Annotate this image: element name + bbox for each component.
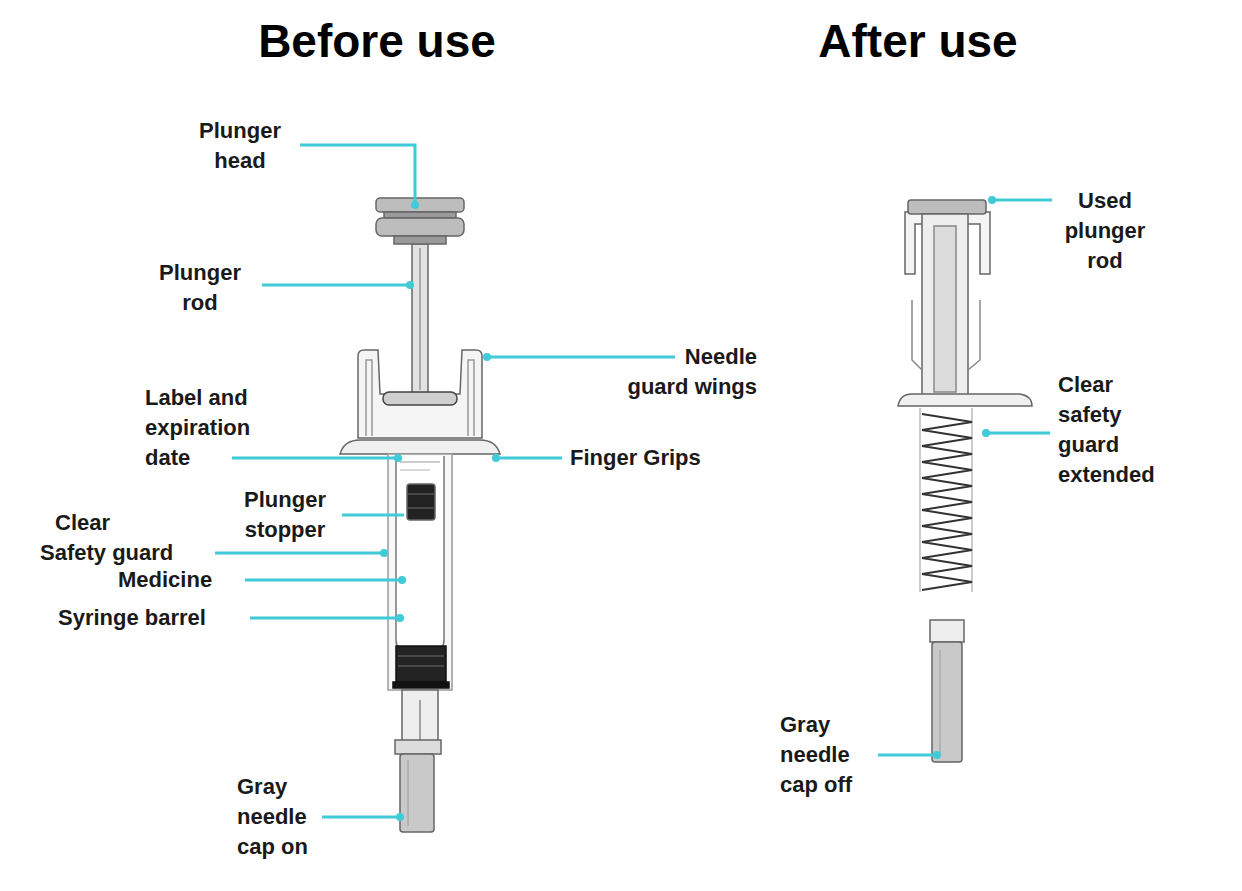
part-label: Label and expiration date xyxy=(145,383,265,473)
part-label: Syringe barrel xyxy=(58,603,248,633)
part-label: Gray needle cap off xyxy=(780,710,870,800)
part-label: Medicine xyxy=(118,565,243,595)
part-label: Gray needle cap on xyxy=(237,772,327,862)
part-label: Clear safety guard extended xyxy=(1058,370,1163,490)
section-heading: After use xyxy=(740,14,1096,68)
part-label: Used plunger rod xyxy=(1055,186,1155,276)
part-label: Clear Safety guard xyxy=(40,508,177,568)
part-label: Plunger stopper xyxy=(230,485,340,545)
prefilled-syringe-before xyxy=(340,198,500,832)
prefilled-syringe-after xyxy=(898,200,1032,762)
section-heading: Before use xyxy=(200,14,554,68)
part-label: Finger Grips xyxy=(570,443,770,473)
leader-dots xyxy=(380,196,996,821)
part-label: Plunger rod xyxy=(145,258,255,318)
leader-lines xyxy=(215,145,1052,817)
part-label: Needle guard wings xyxy=(623,342,757,402)
part-label: Plunger head xyxy=(185,116,295,176)
